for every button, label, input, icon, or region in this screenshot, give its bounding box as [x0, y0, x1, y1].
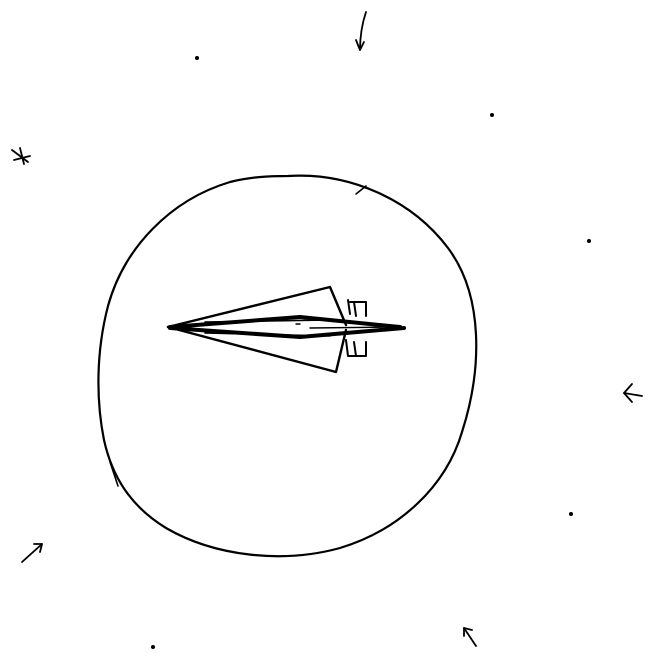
- circle-outline: [98, 176, 476, 557]
- dot-icon: [151, 645, 155, 649]
- arrow-icon: [12, 148, 30, 164]
- arrow-icon: [464, 628, 476, 646]
- circle-tick-top: [356, 186, 366, 194]
- dot-icon: [587, 239, 591, 243]
- dot-icon: [569, 512, 573, 516]
- dot-icon: [490, 113, 494, 117]
- arrow-icon: [22, 544, 42, 562]
- dot-icon: [195, 56, 199, 60]
- ship-icon: [168, 287, 404, 372]
- arrow-icon: [624, 384, 642, 402]
- arrow-icon: [356, 12, 366, 50]
